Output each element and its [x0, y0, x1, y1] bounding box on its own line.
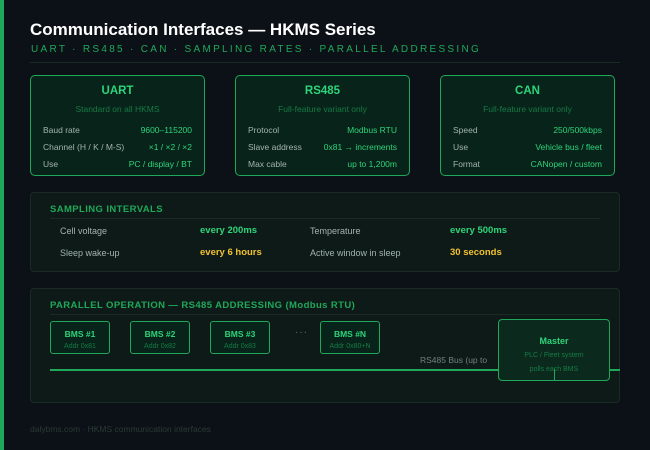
title-divider: [30, 62, 620, 63]
spec-row: Use PC / display / BT: [43, 159, 192, 171]
bms-name: BMS #N: [333, 329, 367, 339]
spec-row: Slave address 0x81 → increments: [248, 142, 397, 154]
panel-title: PARALLEL OPERATION — RS485 ADDRESSING (M…: [50, 300, 356, 311]
bms-name: BMS #3: [224, 329, 256, 339]
interface-name: RS485: [304, 85, 341, 97]
master-description: PLC / Fleet system: [524, 352, 584, 359]
spec-value: Modbus RTU: [347, 125, 397, 135]
more-nodes-ellipsis: ···: [295, 327, 308, 338]
master-description: polls each BMS: [529, 366, 579, 373]
spec-value: Vehicle bus / fleet: [535, 142, 602, 152]
sampling-value: 30 seconds: [450, 247, 502, 258]
spec-value: ×1 / ×2 / ×2: [148, 142, 192, 152]
bms-address: Addr 0x80+N: [329, 343, 371, 350]
spec-value: CANopen / custom: [530, 159, 602, 169]
spec-row: Protocol Modbus RTU: [248, 125, 397, 137]
interface-note: Full-feature variant only: [278, 104, 367, 114]
spec-label: Slave address: [248, 142, 302, 152]
spec-row: Channel (H / K / M-S) ×1 / ×2 / ×2: [43, 142, 192, 154]
spec-label: Baud rate: [43, 125, 80, 135]
rs485-bus-line: [50, 369, 620, 371]
spec-label: Max cable: [248, 159, 287, 169]
footer-credit: dalybms.com · HKMS communication interfa…: [30, 424, 211, 434]
spec-value: 9600–115200: [140, 125, 192, 135]
sampling-label: Sleep wake-up: [60, 248, 120, 258]
spec-label: Speed: [453, 125, 478, 135]
spec-label: Use: [43, 159, 59, 169]
spec-label: Protocol: [248, 125, 280, 135]
panel-title: SAMPLING INTERVALS: [50, 204, 163, 215]
spec-value: up to 1,200m: [347, 159, 397, 169]
spec-row: Max cable up to 1,200m: [248, 159, 397, 171]
bms-name: BMS #2: [144, 329, 176, 339]
can-card: CAN Full-feature variant only Speed 250/…: [440, 75, 615, 176]
bms-address: Addr 0x83: [224, 343, 256, 350]
bms-node: BMS #1 Addr 0x81: [50, 321, 110, 354]
sampling-panel: SAMPLING INTERVALS: [30, 192, 620, 272]
spec-value: 0x81 → increments: [323, 142, 397, 152]
bms-address: Addr 0x82: [144, 343, 176, 350]
rs485-card: RS485 Full-feature variant only Protocol…: [235, 75, 410, 176]
interface-note: Standard on all HKMS: [75, 104, 160, 114]
bms-name: BMS #1: [64, 329, 96, 339]
uart-card: UART Standard on all HKMS Baud rate 9600…: [30, 75, 205, 176]
sampling-value: every 200ms: [200, 225, 258, 236]
spec-label: Use: [453, 142, 469, 152]
page-title: Communication Interfaces — HKMS Series: [30, 20, 376, 39]
sampling-label: Active window in sleep: [310, 248, 401, 258]
master-name: Master: [539, 336, 569, 346]
spec-row: Baud rate 9600–115200: [43, 125, 192, 137]
spec-value: 250/500kbps: [553, 125, 602, 135]
sampling-value: every 6 hours: [200, 247, 262, 258]
panel-divider: [50, 218, 600, 219]
spec-row: Speed 250/500kbps: [453, 125, 602, 137]
bms-node: BMS #3 Addr 0x83: [210, 321, 270, 354]
spec-value: PC / display / BT: [128, 159, 192, 169]
bms-address: Addr 0x81: [64, 343, 96, 350]
interface-name: CAN: [515, 85, 540, 97]
master-bus-connector: [554, 369, 555, 380]
panel-divider: [50, 314, 600, 315]
spec-label: Channel (H / K / M-S): [43, 142, 125, 152]
spec-label: Format: [453, 159, 480, 169]
spec-row: Format CANopen / custom: [453, 159, 602, 171]
sampling-label: Cell voltage: [60, 226, 108, 236]
bms-node: BMS #2 Addr 0x82: [130, 321, 190, 354]
interface-name: UART: [101, 85, 134, 97]
accent-bar: [0, 0, 4, 450]
bms-node: BMS #N Addr 0x80+N: [320, 321, 380, 354]
spec-row: Use Vehicle bus / fleet: [453, 142, 602, 154]
sampling-value: every 500ms: [450, 225, 508, 236]
sampling-label: Temperature: [310, 226, 361, 236]
bus-label: RS485 Bus (up to: [420, 355, 488, 365]
page-subtitle: UART · RS485 · CAN · SAMPLING RATES · PA…: [31, 44, 482, 55]
interface-note: Full-feature variant only: [483, 104, 572, 114]
